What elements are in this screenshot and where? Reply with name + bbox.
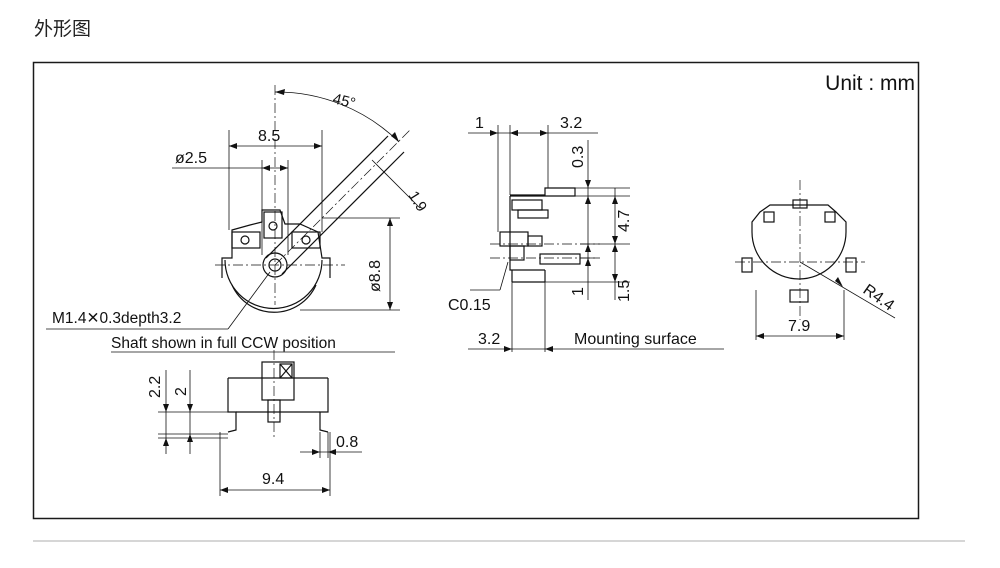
arrow <box>504 346 512 352</box>
arrow <box>187 404 193 412</box>
arrow <box>545 346 553 352</box>
side-contact-top <box>511 199 543 211</box>
dim-r44-line <box>799 261 896 319</box>
arrow <box>312 449 320 455</box>
arrow <box>835 277 843 287</box>
front-body-top <box>221 209 331 278</box>
drawing-frame <box>32 61 920 520</box>
thread-leader-diag <box>227 271 271 330</box>
front-slot-line-a <box>265 135 389 259</box>
bottom-shaft-cross-b <box>279 363 293 379</box>
dim-2: 2 <box>173 387 190 396</box>
dim-shaft-dia: ø2.5 <box>175 150 207 167</box>
dim-08: 0.8 <box>336 434 358 451</box>
dim-94: 9.4 <box>262 471 284 488</box>
front-terminal-center <box>263 211 283 239</box>
arrow <box>540 130 548 136</box>
angle-arrow-end <box>391 132 399 142</box>
dim-chamfer: C0.15 <box>448 297 491 314</box>
bottom-view: 2.2 2 0.8 9.4 <box>147 350 362 496</box>
arrow <box>585 244 591 252</box>
arrow <box>280 165 288 171</box>
front-view: 45° 8.5 ø2.5 1.9 ø8.8 M1.4✕0.3depth3.2 S… <box>46 85 430 353</box>
front-hole-left <box>240 235 250 245</box>
arrow <box>612 274 618 282</box>
chamfer-leader-diag <box>499 261 509 291</box>
bottom-body-right <box>319 378 329 433</box>
front-terminal-left <box>231 231 261 249</box>
arrow <box>612 244 618 252</box>
dim-radius: R4.4 <box>860 281 898 314</box>
dim-top-small: 1 <box>475 115 484 132</box>
note-mounting: Mounting surface <box>574 331 697 348</box>
arrow <box>585 196 591 204</box>
angle-arrow-start <box>275 89 285 95</box>
arrow <box>490 130 498 136</box>
side-body-bottom <box>509 245 525 261</box>
arrow <box>585 258 591 266</box>
dim-1: 1 <box>570 287 587 296</box>
front-terminal-right <box>291 231 321 249</box>
page-heading: 外形图 <box>34 18 92 40</box>
note-shaft: Shaft shown in full CCW position <box>111 335 336 352</box>
rear-tab-right <box>824 211 836 223</box>
arrow <box>163 404 169 412</box>
arrow <box>585 180 591 188</box>
dim-width-top: 8.5 <box>258 128 280 145</box>
side-body-left <box>509 196 545 271</box>
front-slot-centerline <box>274 129 411 266</box>
note-thread: M1.4✕0.3depth3.2 <box>52 310 181 327</box>
side-collar-right <box>527 235 543 247</box>
dim-22: 2.2 <box>147 376 164 398</box>
dim-angle: 45° <box>331 90 357 112</box>
dim-19-line <box>371 159 421 209</box>
bottom-body-left <box>227 378 237 433</box>
side-top-plate <box>510 187 576 197</box>
rear-tab-left <box>763 211 775 223</box>
dim-width-rear: 7.9 <box>788 318 810 335</box>
unit-label: Unit : mm <box>825 72 915 95</box>
arrow <box>836 333 844 339</box>
arrow <box>510 130 518 136</box>
front-hole-right <box>301 235 311 245</box>
arrow <box>322 487 330 493</box>
arrow <box>262 165 270 171</box>
dim-15: 1.5 <box>616 280 633 302</box>
rear-side-right <box>845 257 857 273</box>
dim-top-width: 3.2 <box>560 115 582 132</box>
front-slot-line-b <box>281 151 405 275</box>
angle-arc <box>274 91 400 143</box>
arrow <box>220 487 228 493</box>
dim-slot: 1.9 <box>405 188 430 215</box>
arrow <box>328 449 336 455</box>
arrow <box>387 302 393 310</box>
arrow <box>229 143 237 149</box>
rear-view: R4.4 7.9 <box>735 180 897 340</box>
side-contact-mid <box>517 209 549 219</box>
dim-bottom-width: 3.2 <box>478 331 500 348</box>
side-view: 1 3.2 0.3 4.7 1 1.5 C0.15 3.2 Mounting s… <box>448 115 724 352</box>
arrow <box>612 196 618 204</box>
dim-body-dia: ø8.8 <box>367 260 384 292</box>
bottom-shaft-marker <box>279 363 293 379</box>
arrow <box>163 438 169 446</box>
front-body-inner <box>231 284 317 313</box>
rear-side-left <box>741 257 753 273</box>
side-shaft <box>539 253 581 265</box>
arrow <box>756 333 764 339</box>
arrow <box>612 236 618 244</box>
bottom-divider <box>33 540 965 542</box>
arrow <box>187 434 193 442</box>
front-body-outline <box>224 259 323 310</box>
dim-03: 0.3 <box>570 146 587 168</box>
dim-47: 4.7 <box>616 210 633 232</box>
arrow <box>387 218 393 226</box>
front-hole-center <box>268 221 278 231</box>
rear-tab-bottom <box>789 289 809 303</box>
rear-body-outline <box>751 204 847 280</box>
arrow <box>314 143 322 149</box>
